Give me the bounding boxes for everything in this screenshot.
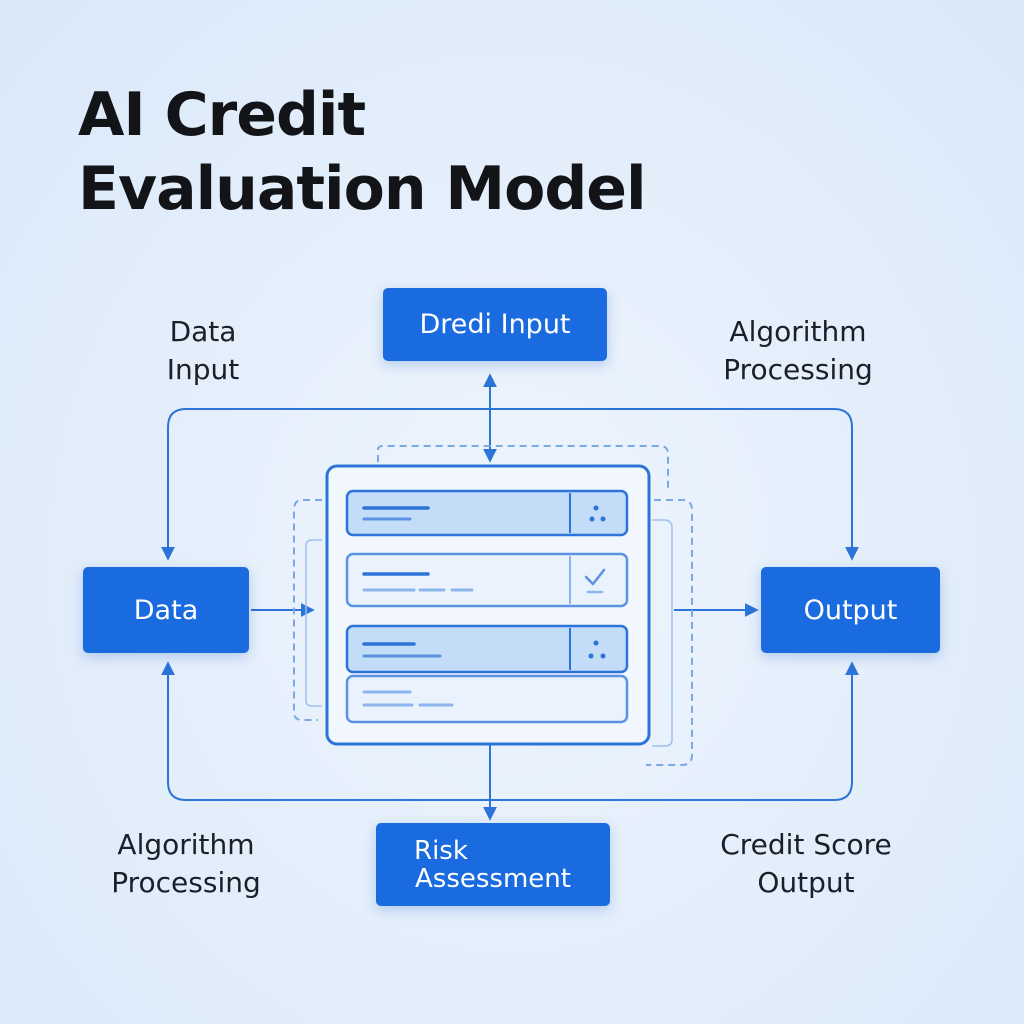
- caption-credit-score-line-1: Credit Score: [720, 828, 892, 861]
- check-icon: [584, 568, 606, 594]
- output-node[interactable]: Output: [761, 567, 940, 653]
- page-title: AI Credit Evaluation Model: [78, 78, 647, 226]
- caption-algorithm-top-line-2: Processing: [723, 353, 873, 386]
- caption-credit-score-line-2: Output: [757, 866, 855, 899]
- center-panel: [325, 464, 651, 746]
- panel-frame-right-inner: [652, 519, 673, 747]
- title-line-1: AI Credit: [78, 80, 366, 150]
- title-line-2: Evaluation Model: [78, 154, 647, 224]
- caption-data-input-line-2: Input: [166, 353, 240, 386]
- panel-row: [345, 674, 629, 724]
- output-label: Output: [803, 594, 898, 626]
- panel-dashed-frame-top: [377, 445, 669, 490]
- data-node[interactable]: Data: [83, 567, 249, 653]
- caption-data-input: Data Input: [138, 313, 268, 389]
- panel-dashed-frame-left: [293, 499, 322, 721]
- panel-row: [345, 552, 629, 608]
- panel-dashed-frame-right: [646, 499, 693, 766]
- connector-bottom-left: [161, 661, 490, 801]
- credi-input-node[interactable]: Dredi Input: [383, 288, 607, 361]
- risk-assessment-label-line-2: Assessment: [415, 863, 571, 894]
- dots-icon: [589, 505, 606, 522]
- connector-top-left: [161, 408, 490, 561]
- panel-frame-left-inner: [305, 539, 322, 707]
- connector-bottom-right: [490, 661, 859, 801]
- dots-icon: [588, 640, 606, 659]
- caption-algorithm-top-line-1: Algorithm: [729, 315, 867, 348]
- panel-row: [345, 624, 629, 674]
- caption-data-input-line-1: Data: [169, 315, 237, 348]
- risk-assessment-label-line-1: Risk: [414, 835, 468, 866]
- caption-algorithm-processing-bottom: Algorithm Processing: [88, 826, 284, 902]
- risk-assessment-node[interactable]: Risk Assessment: [376, 823, 610, 906]
- caption-algorithm-bottom-line-2: Processing: [111, 866, 261, 899]
- caption-algorithm-processing-top: Algorithm Processing: [700, 313, 896, 389]
- caption-algorithm-bottom-line-1: Algorithm: [117, 828, 255, 861]
- data-label: Data: [133, 594, 199, 626]
- credi-input-label: Dredi Input: [419, 309, 571, 340]
- caption-credit-score-output: Credit Score Output: [700, 826, 912, 902]
- connector-top-right: [490, 408, 859, 561]
- panel-row: [345, 489, 629, 537]
